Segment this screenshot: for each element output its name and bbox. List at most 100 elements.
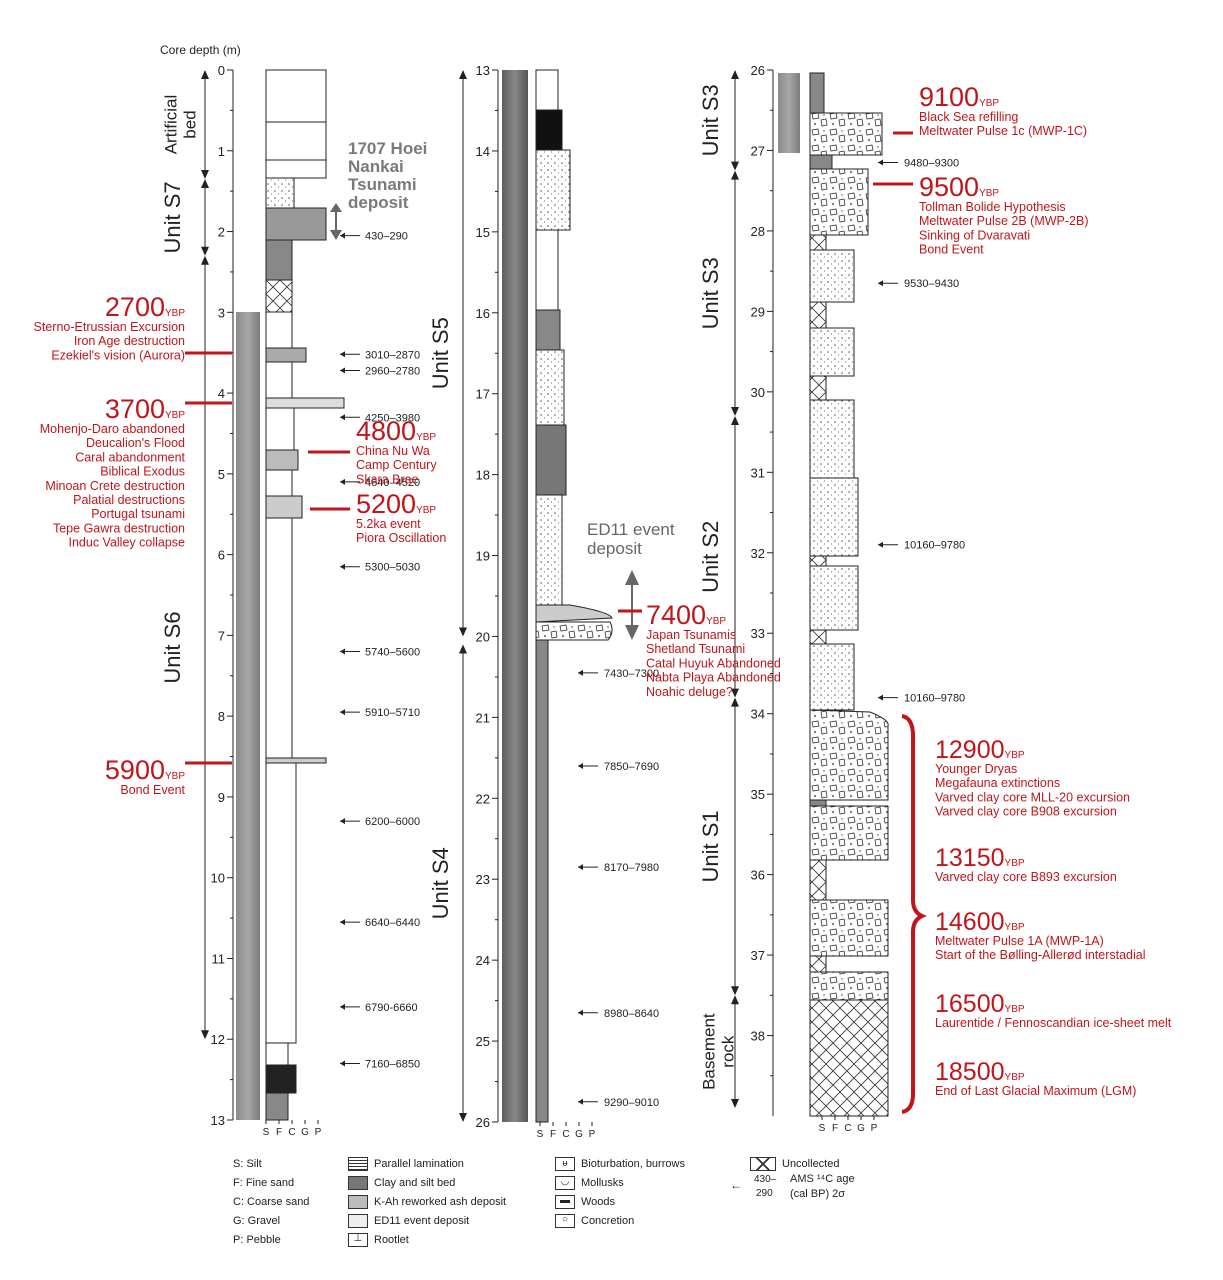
unit-arrow-top [731,416,739,425]
clay-silt-swatch [348,1176,368,1190]
unit-s1-brace [902,716,922,1112]
depth-tick-label: 20 [476,629,490,644]
age-arrowhead [340,233,345,239]
depth-tick-label: 24 [476,953,490,968]
ybp-value: 16500YBP [935,990,1025,1018]
legend-misc: Uncollected ← 430– 290 AMS ¹⁴C age (cal … [730,1155,839,1210]
event-line: Minoan Crete destruction [45,479,185,493]
unit-label: Unit S1 [698,810,723,882]
legend-item: P: Pebble [233,1231,309,1250]
depth-tick-label: 36 [751,868,765,883]
legend-item: Clay and silt bed [374,1177,455,1189]
depth-tick-label: 27 [751,143,765,158]
event-line: Noahic deluge? [646,685,733,699]
age-arrowhead [878,542,883,548]
log-column-2 [536,70,612,1122]
unit-label: Unit S4 [428,847,453,919]
age-arrowhead [340,351,345,357]
event-line: Deucalion's Flood [86,436,185,450]
depth-tick-label: 35 [751,787,765,802]
age-label: 9530–9430 [904,278,959,290]
grain-label: S [263,1127,270,1138]
depth-tick-label: 22 [476,791,490,806]
event-line: Tollman Bolide Hypothesis [919,200,1066,214]
depth-tick-label: 19 [476,549,490,564]
depth-tick-label: 26 [751,63,765,78]
annotation-5200: 5200YBP5.2ka eventPiora Oscillation [310,489,446,545]
unit-label: Unit S3 [698,84,723,156]
event-line: Bond Event [919,243,984,257]
event-line: Catal Huyuk Abandoned [646,656,781,670]
depth-tick-label: 17 [476,387,490,402]
event-line: Meltwater Pulse 1c (MWP-1C) [919,124,1087,138]
depth-tick-label: 9 [218,790,225,805]
age-arrowhead [578,670,583,676]
event-line: Induc Valley collapse [68,536,185,550]
wood-icon: ▬ [555,1195,575,1209]
grain-size-axes: SFCGPSFCGPSFCGP [263,1116,878,1140]
legend-item: Uncollected [782,1158,839,1170]
legend-item: Mollusks [581,1177,624,1189]
event-line: Skara Brae [356,472,419,486]
grain-label: S [819,1123,826,1134]
event-line: Varved clay core MLL-20 excursion [935,790,1130,804]
unit-label: Unit S7 [160,181,185,253]
age-arrowhead [340,649,345,655]
ybp-value: 14600YBP [935,908,1025,936]
age-label-2: (cal BP) 2σ [790,1185,845,1204]
stratigraphic-diagram: Core depth (m) 0123456789101112131314151… [0,0,1223,1145]
concretion-icon: ○ [555,1214,575,1228]
depth-tick-label: 10 [211,871,225,886]
age-label: 2960–2780 [365,365,420,377]
event-line: Laurentide / Fennoscandian ice-sheet mel… [935,1016,1172,1030]
grain-label: P [871,1123,878,1134]
event-line: Varved clay core B908 excursion [935,805,1117,819]
annotation-9100: 9100YBPBlack Sea refillingMeltwater Puls… [893,82,1087,138]
depth-tick-label: 16 [476,306,490,321]
event-line: Start of the Bølling-Allerød interstadia… [935,948,1146,962]
grain-label: G [857,1123,865,1134]
unit-label: Unit S5 [428,317,453,389]
depth-tick-label: 30 [751,385,765,400]
legend-symbols: ᵾBioturbation, burrows ◡Mollusks ▬Woods … [555,1155,685,1231]
grain-label: F [276,1127,282,1138]
annotation-5900: 5900YBPBond Event [105,755,232,797]
event-line: Portugal tsunami [91,507,185,521]
age-arrowhead [578,763,583,769]
depth-tick-label: 18 [476,468,490,483]
age-arrowhead [878,280,883,286]
age-label: 10160–9780 [904,693,965,705]
unit-arrow-bottom [459,1113,467,1122]
ash-deposit-swatch [348,1195,368,1209]
age-label: 9290–9010 [604,1097,659,1109]
unit-arrow-top [731,698,739,707]
depth-tick-label: 2 [218,225,225,240]
unit-arrow-top [201,70,209,79]
age-label: 8170–7980 [604,862,659,874]
unit-label: Unit S3 [698,257,723,329]
depth-tick-label: 12 [211,1032,225,1047]
age-arrowhead [578,1010,583,1016]
uncollected-icon [750,1157,776,1171]
age-arrowhead [340,818,345,824]
event-line: Bond Event [120,783,185,797]
legend-item: Concretion [581,1215,634,1227]
age-arrowhead [340,1004,345,1010]
legend-item: Woods [581,1196,615,1208]
age-arrowhead [340,414,345,420]
depth-tick-label: 25 [476,1034,490,1049]
event-line: Piora Oscillation [356,531,446,545]
burrow-icon: ᵾ [555,1157,575,1171]
grain-label: C [562,1129,569,1140]
event-line: Meltwater Pulse 2B (MWP-2B) [919,214,1088,228]
svg-text:ED11 eventdeposit: ED11 eventdeposit [587,520,675,558]
age-label: 5300–5030 [365,562,420,574]
depth-tick-label: 6 [218,548,225,563]
grain-label: C [844,1123,851,1134]
grain-label: C [288,1127,295,1138]
grain-label: S [537,1129,544,1140]
ybp-value: 2700YBP [105,292,185,322]
age-arrowhead [340,564,345,570]
annotation-12900: 12900YBPYounger DryasMegafauna extinctio… [935,736,1130,819]
unit-arrow-bottom [731,162,739,171]
